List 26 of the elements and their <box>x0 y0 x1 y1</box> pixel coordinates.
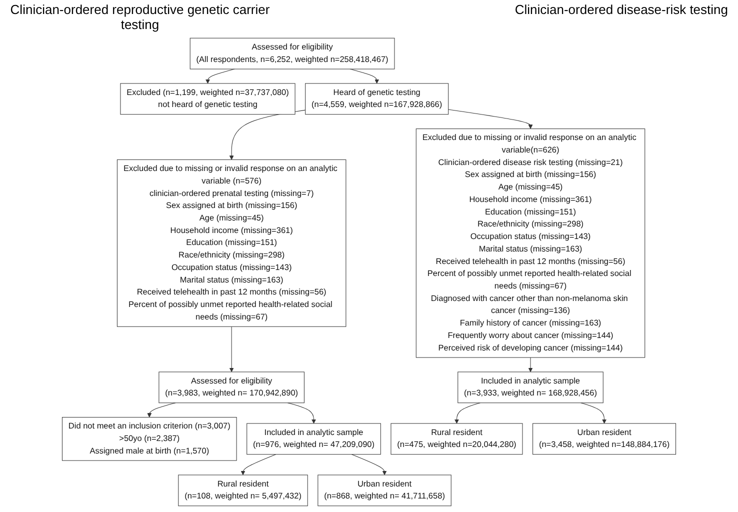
arrow <box>350 68 380 84</box>
arrow <box>351 454 387 476</box>
node-box: Did not meet an inclusion criterion (n=3,007) >50yo (n=2,387) Assigned male at birth (n=1,570) <box>62 417 237 461</box>
arrow <box>287 402 316 424</box>
arrow <box>454 402 480 424</box>
node-box: Excluded (n=1,199, weighted n=37,737,080) not heard of genetic testing <box>120 83 296 115</box>
arrow <box>229 326 234 372</box>
arrow <box>205 68 235 84</box>
node-box: Rural resident (n=475, weighted n=20,044,280) <box>390 423 523 455</box>
node-box: Excluded due to missing or invalid response on an analytic variable (n=576) clinician-ordered prenatal testing (missing=7) Sex assigned at birth (missing=156) Age (missing=45) Household income (missing=361) Education (missing=151) Race/ethnicity (missing=298) Occupation status (missing=143) Marital status (missing=163) Received telehealth in past 12 months (missing=56) Percent of possibly unmet reported health-related social needs (missing=67) <box>116 159 346 327</box>
node-box: Assessed for eligibility (All respondents, n=6,252, weighted n=258,418,467) <box>190 38 395 70</box>
node-box: Included in analytic sample (n=976, weighted n= 47,209,090) <box>246 423 381 455</box>
node-box: Rural resident (n=108, weighted n= 5,497,432) <box>178 474 308 506</box>
node-box: Urban resident (n=3,458, weighted n=148,884,176) <box>532 423 676 455</box>
arrow <box>528 357 533 372</box>
node-box: Heard of genetic testing (n=4,559, weighted n=167,928,866) <box>305 83 449 115</box>
node-box: Urban resident (n=868, weighted n= 41,711,658) <box>318 474 452 506</box>
node-box: Included in analytic sample (n=3,933, weighted n= 168,928,456) <box>458 372 604 404</box>
node-box: Excluded due to missing or invalid response on an analytic variable(n=626) Clinician-ordered disease risk testing (missing=21) Sex assigned at birth (missing=156) Age (missing=45) Household income (missing=361) Education (missing=151) Race/ethnicity (missing=298) Occupation status (missing=143) Marital status (missing=163) Received telehealth in past 12 months (missing=56) Percent of possibly unmet reported health-related social needs (missing=67) Diagnosed with cancer other than non-melanoma skin cancer (missing=136) Family history of cancer (missing=163) Frequently worry about cancer (missing=144) Perceived risk of developing cancer (missing=144) <box>416 128 646 358</box>
section-heading: Clinician-ordered disease-risk testing <box>514 2 728 19</box>
section-heading: Clinician-ordered reproductive genetic carrier testing <box>10 2 270 32</box>
arrow <box>580 402 607 424</box>
arrow <box>240 454 276 476</box>
node-box: Assessed for eligibility (n=3,983, weighted n= 170,942,890) <box>158 372 304 404</box>
arrow <box>448 109 533 129</box>
arrow <box>147 402 176 418</box>
